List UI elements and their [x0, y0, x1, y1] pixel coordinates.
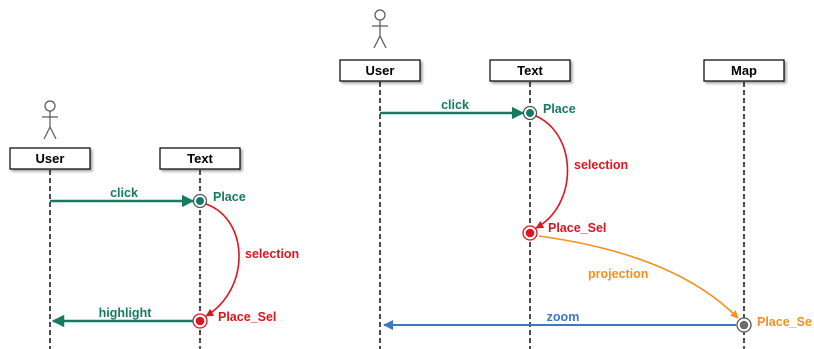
right-click-label: click [441, 98, 469, 112]
right-user-actor-icon [372, 9, 388, 49]
right-place-sel-state-icon [522, 225, 538, 241]
left-place-sel-label: Place_Sel [218, 310, 276, 324]
left-user-box: User [9, 147, 91, 170]
left-text-box: Text [159, 147, 241, 170]
right-user-label: User [366, 63, 395, 78]
right-selection-arrow [535, 115, 569, 229]
left-selection-label: selection [245, 247, 299, 261]
right-map-state-icon [736, 317, 752, 333]
right-place-sel-label: Place_Sel [548, 221, 606, 235]
left-place-state-icon [192, 193, 208, 209]
left-user-label: User [36, 151, 65, 166]
left-place-sel-state-icon [192, 313, 208, 329]
left-selection-arrow [205, 203, 240, 317]
right-text-box: Text [489, 59, 571, 82]
right-diagram: User Text Map click Place selection Plac… [339, 9, 812, 349]
right-projection-label: projection [588, 267, 648, 281]
right-map-label: Map [731, 63, 757, 78]
right-projection-arrow [538, 235, 739, 319]
right-text-label: Text [517, 63, 543, 78]
left-diagram: User Text click Place selection Place_Se… [9, 100, 299, 349]
right-map-box: Map [703, 59, 785, 82]
right-selection-label: selection [574, 158, 628, 172]
right-place-se-label: Place_Se [757, 315, 812, 329]
right-user-box: User [339, 59, 421, 82]
left-user-actor-icon [42, 100, 58, 140]
right-place-state-icon [522, 105, 538, 121]
right-place-label: Place [543, 102, 576, 116]
right-zoom-label: zoom [547, 310, 580, 324]
left-place-label: Place [213, 190, 246, 204]
left-text-label: Text [187, 151, 213, 166]
left-click-label: click [110, 186, 138, 200]
left-highlight-label: highlight [99, 306, 153, 320]
